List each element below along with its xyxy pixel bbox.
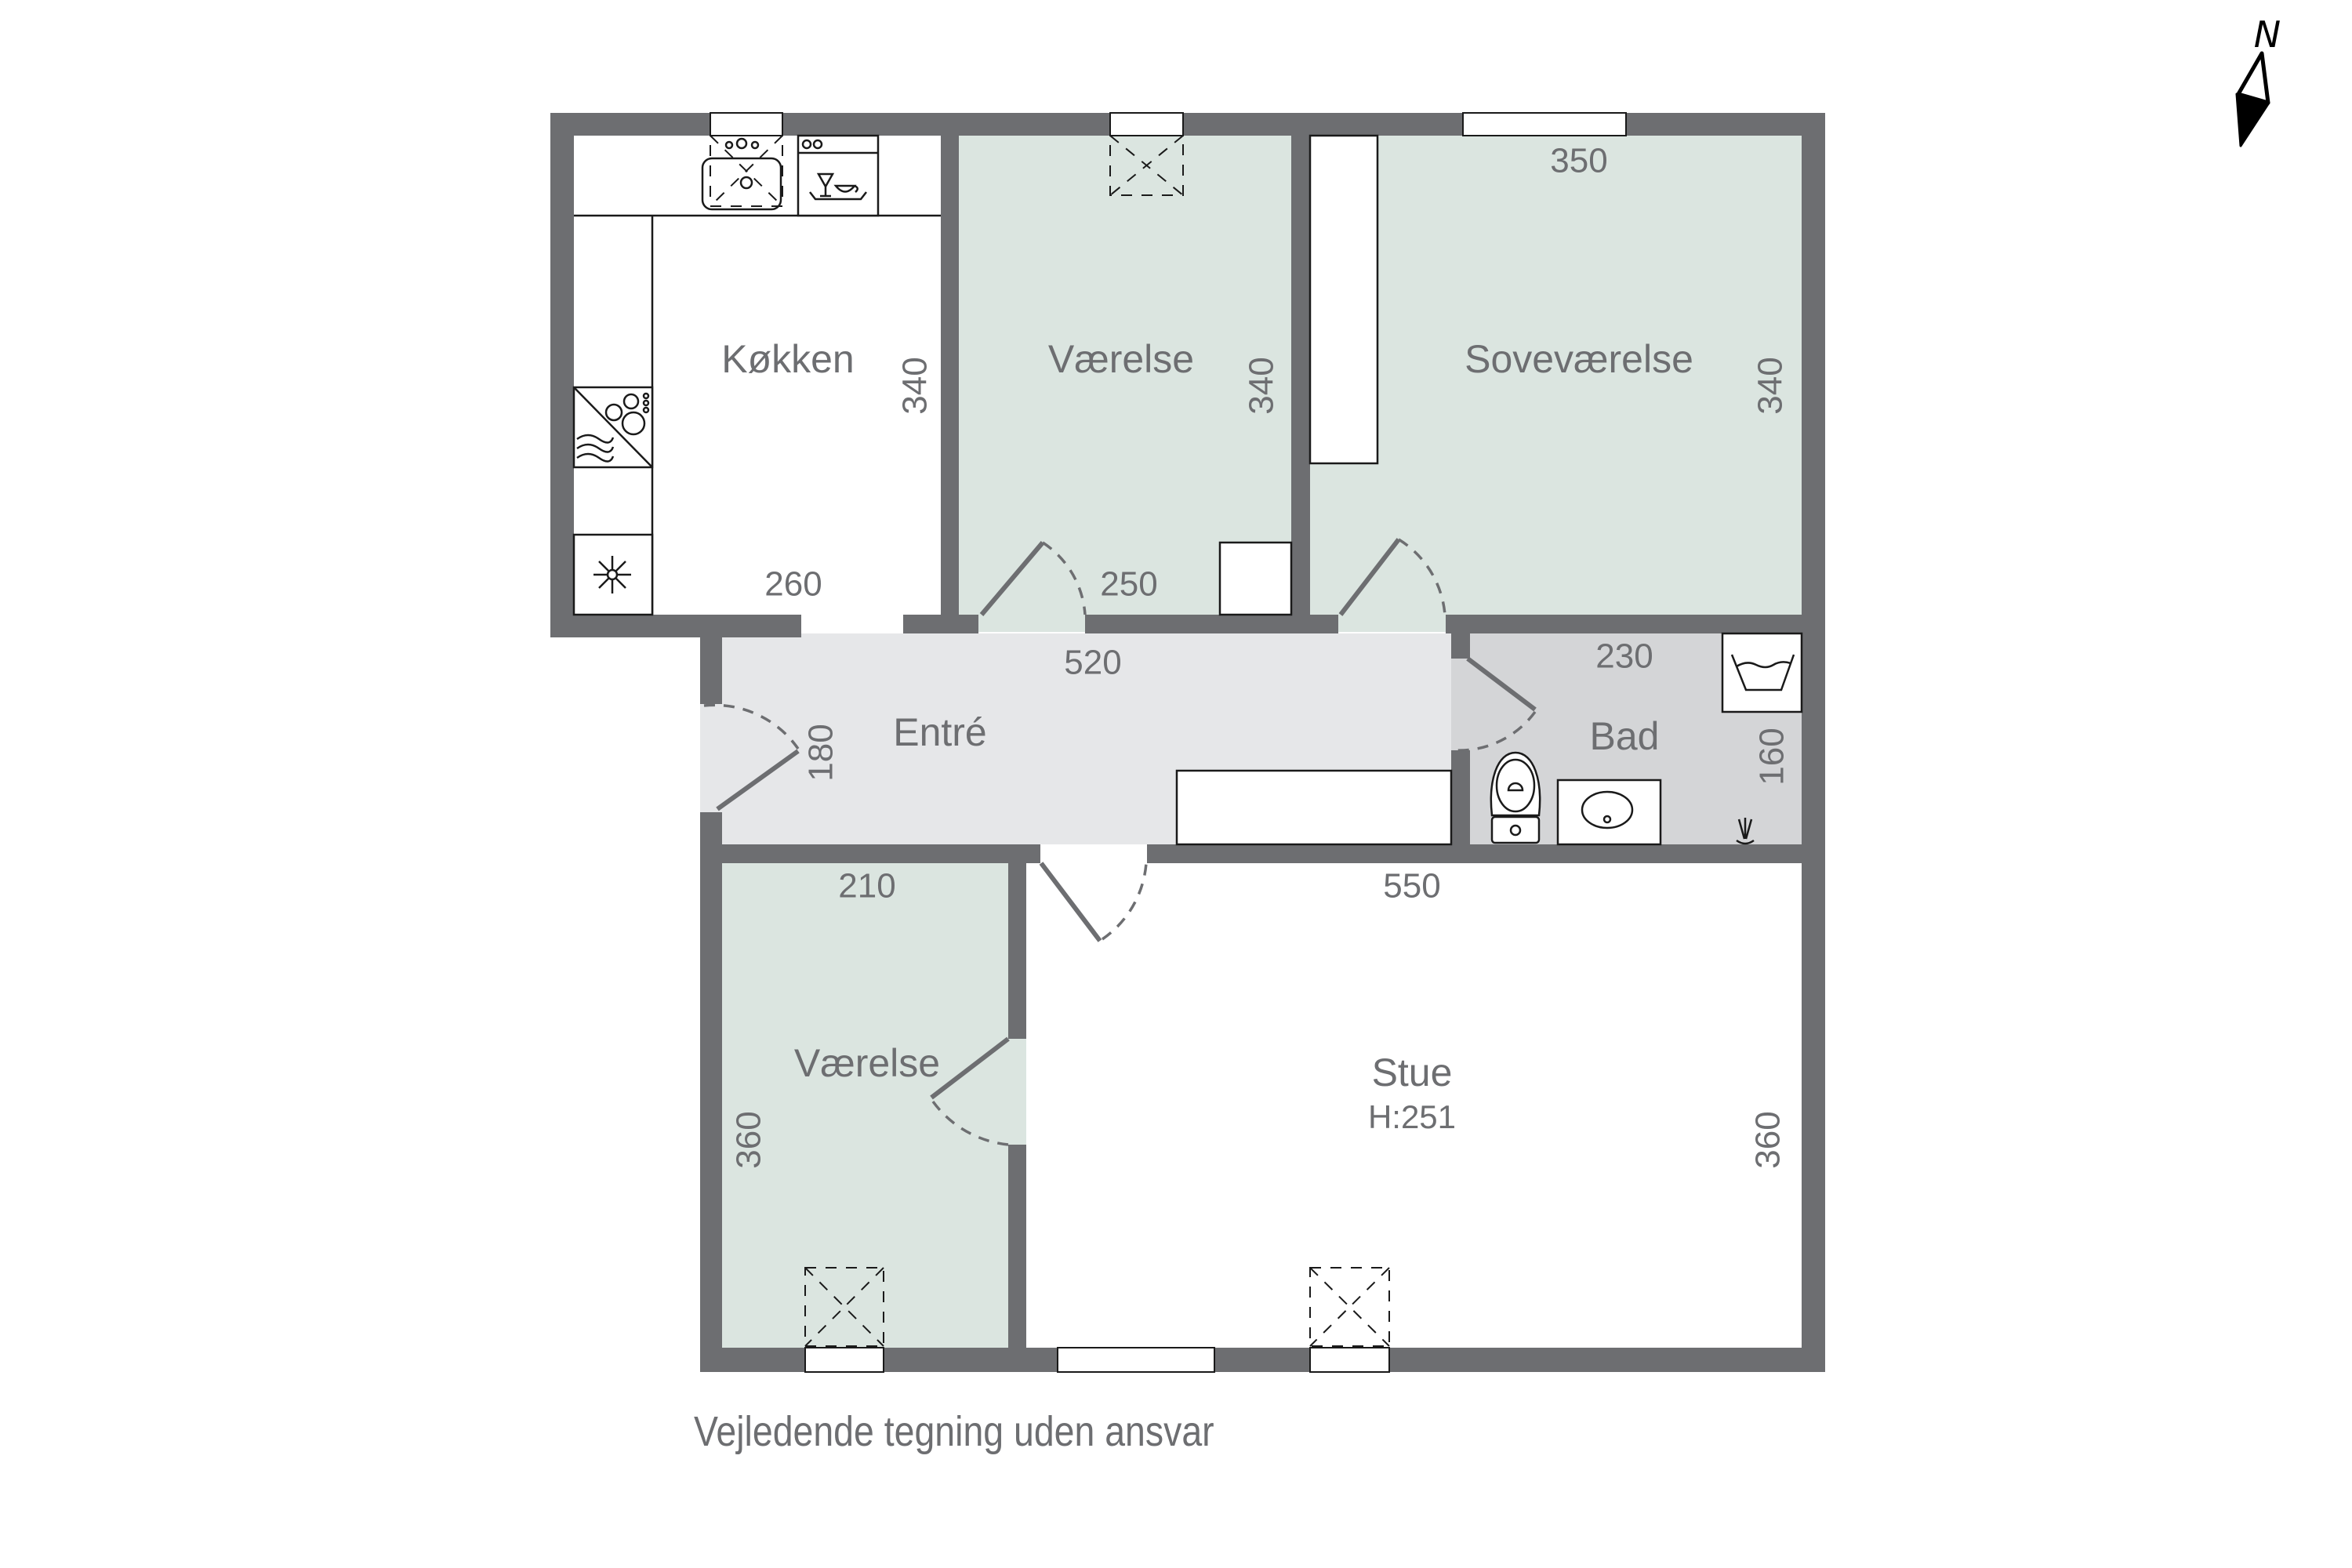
room1-door-threshold [978,615,1085,632]
doors [703,538,1537,1146]
dim-room1-length: 340 [1243,357,1281,414]
door-living[interactable] [1039,862,1148,942]
room-label-kitchen: Køkken [721,337,855,381]
dim-room2-length: 360 [730,1111,768,1168]
sink-icon [701,135,783,211]
door-bath[interactable] [1454,656,1537,752]
skylight-icon [1309,1267,1390,1347]
toilet-icon [1490,751,1541,844]
dim-entry-width: 520 [1064,644,1121,682]
closet [1218,541,1293,616]
window [1462,112,1627,136]
room-label-entry: Entré [893,710,987,754]
disclaimer-text: Vejledende tegning uden ansvar [694,1408,1214,1455]
window [1109,112,1184,136]
dishwasher-icon [797,134,880,217]
washbasin-icon [1556,779,1662,846]
dim-living-width: 550 [1383,867,1440,906]
dim-bedroom-length: 340 [1751,357,1790,414]
dim-kitchen-width: 260 [764,565,822,604]
dim-living-length: 360 [1749,1111,1788,1168]
bath-door-threshold [1451,659,1470,750]
dim-room2-width: 210 [838,867,895,906]
stove-icon [572,386,654,469]
door-bedroom[interactable] [1338,538,1446,616]
dim-room1-width: 250 [1100,565,1157,604]
washing-machine-icon [1721,632,1803,713]
window [710,112,783,136]
room-label-bedroom: Soveværelse [1465,337,1693,381]
entry-storage [1175,769,1453,846]
dim-bath-length: 160 [1753,728,1791,785]
bedroom-floor [1310,136,1802,615]
compass-icon: N [2235,13,2281,147]
room1-floor [959,136,1291,615]
window [1309,1347,1390,1373]
dim-kitchen-length: 340 [896,357,935,414]
walls [550,113,1825,1372]
room-label-room2: Værelse [794,1041,940,1085]
room2-door-threshold [1008,1039,1026,1145]
bath-fixtures [1490,632,1803,846]
dim-bedroom-width: 350 [1550,142,1607,180]
compass-north-label: N [2254,13,2281,56]
windows [710,112,1627,1373]
skylight-icon [1109,135,1184,196]
door-room2[interactable] [930,1036,1010,1146]
dim-bath-width: 230 [1595,637,1653,676]
entry-door-threshold [700,704,722,812]
skylight-icon [804,1267,884,1347]
dim-entry-length: 180 [802,724,840,781]
living-height-label: H:251 [1368,1098,1456,1135]
door-entry[interactable] [703,703,800,811]
room2-floor [722,863,1008,1348]
wardrobe [1308,134,1379,465]
window [1057,1347,1215,1373]
room1-fixtures [1109,135,1293,616]
door-room1[interactable] [979,541,1087,616]
shower-icon [1736,818,1755,845]
bedroom-door-threshold [1338,615,1446,632]
kitchen-fixtures [572,134,941,616]
room-label-room1: Værelse [1048,337,1194,381]
room-label-bath: Bad [1590,714,1660,758]
labels: Køkken 340 260 Værelse 340 250 Soveværel… [721,142,1791,1169]
fridge-icon [572,533,654,616]
room-label-living: Stue [1372,1051,1453,1094]
window [804,1347,884,1373]
living-floor [1026,863,1802,1348]
